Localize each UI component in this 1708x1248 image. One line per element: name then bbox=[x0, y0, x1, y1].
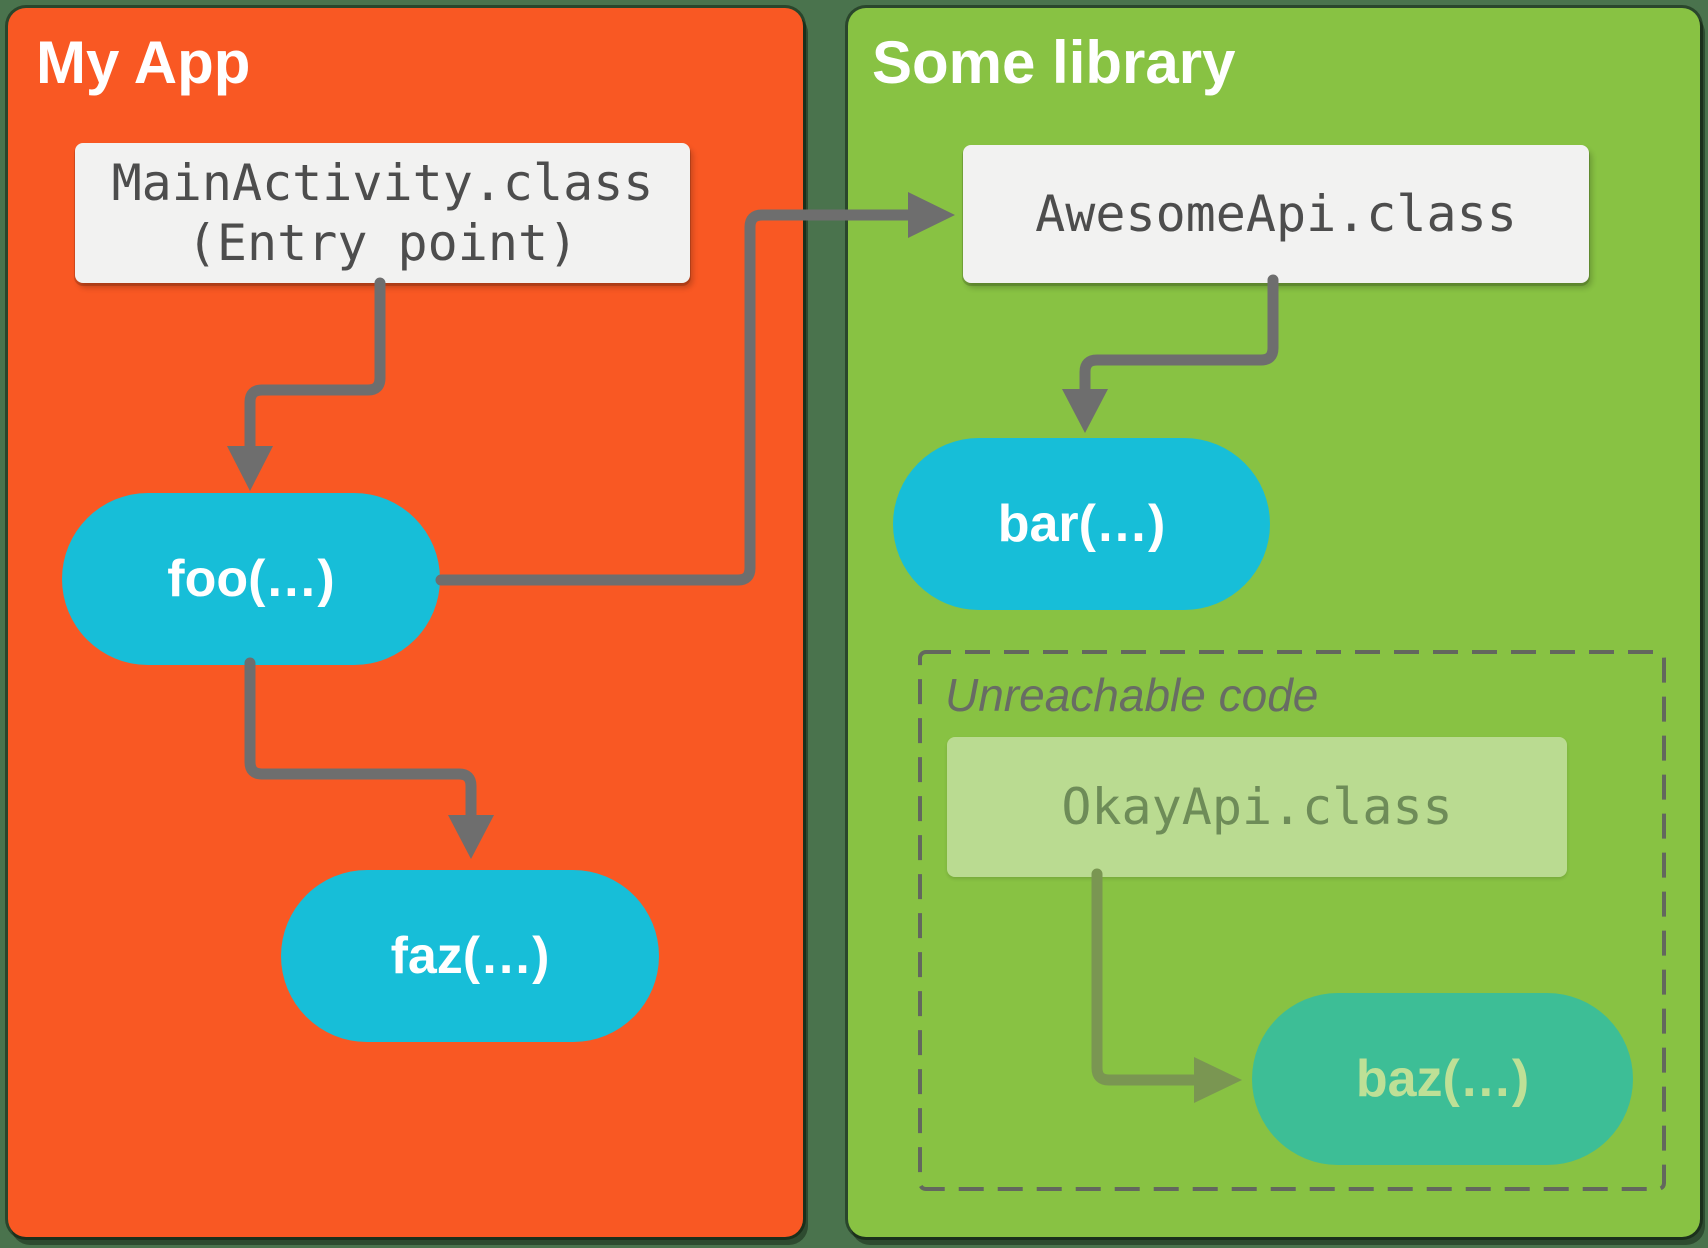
node-mainactivity-line2: (Entry point) bbox=[186, 214, 579, 272]
node-awesomeapi-class: AwesomeApi.class bbox=[963, 145, 1589, 283]
node-bar-method: bar(…) bbox=[893, 438, 1270, 610]
panel-my-app: My App MainActivity.class (Entry point) … bbox=[8, 8, 803, 1237]
node-mainactivity-class: MainActivity.class (Entry point) bbox=[75, 143, 690, 283]
node-faz-method: faz(…) bbox=[281, 870, 659, 1042]
panel-my-app-title: My App bbox=[36, 29, 251, 96]
node-bar-label: bar(…) bbox=[997, 495, 1166, 553]
node-foo-label: foo(…) bbox=[167, 550, 335, 608]
panel-some-library: Some library AwesomeApi.class bar(…) Unr… bbox=[848, 8, 1700, 1237]
node-baz-label: baz(…) bbox=[1355, 1050, 1530, 1108]
node-okayapi-label: OkayApi.class bbox=[1061, 778, 1453, 836]
panel-some-library-title: Some library bbox=[872, 29, 1236, 96]
node-faz-label: faz(…) bbox=[390, 927, 550, 985]
node-mainactivity-line1: MainActivity.class bbox=[111, 154, 654, 212]
node-foo-method: foo(…) bbox=[62, 493, 440, 665]
node-okayapi-class: OkayApi.class bbox=[947, 737, 1567, 877]
node-awesomeapi-label: AwesomeApi.class bbox=[1035, 185, 1517, 243]
unreachable-code-label: Unreachable code bbox=[945, 669, 1319, 721]
node-baz-method: baz(…) bbox=[1252, 993, 1633, 1165]
